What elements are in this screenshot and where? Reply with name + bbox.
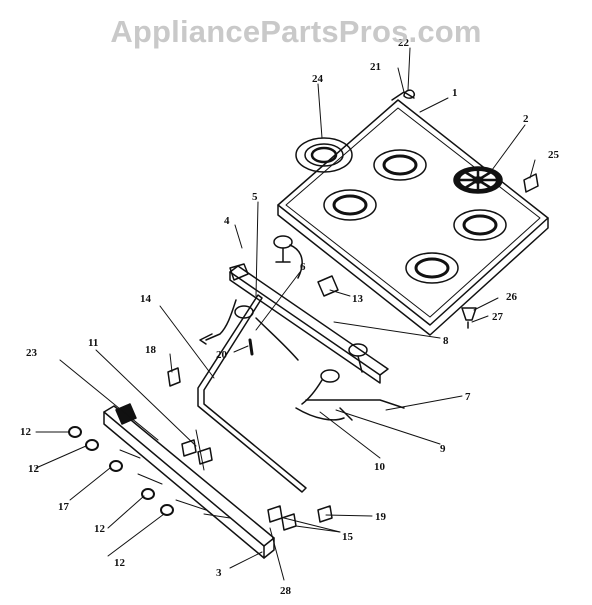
valve-hardware-11	[181, 429, 213, 471]
screw-clip-21-22	[403, 89, 416, 99]
knob-17	[109, 460, 123, 472]
bumper-26	[461, 307, 477, 321]
callout-20: 20	[216, 349, 228, 361]
cooktop-panel	[277, 91, 549, 336]
callout-1: 1	[452, 87, 458, 99]
callout-17: 17	[58, 501, 70, 513]
callout-10: 10	[374, 461, 386, 473]
callout-22: 22	[398, 37, 410, 49]
callout-12-b: 12	[28, 463, 40, 475]
callout-7: 7	[465, 391, 471, 403]
watermark: AppliancePartsPros.com	[110, 14, 482, 49]
callout-15: 15	[342, 531, 354, 543]
callout-9: 9	[440, 443, 446, 455]
gas-tube-14	[197, 294, 307, 493]
callout-5: 5	[252, 191, 258, 203]
callout-3: 3	[216, 567, 222, 579]
clip-19	[317, 505, 333, 523]
spring-20	[248, 338, 254, 356]
callout-12-d: 12	[114, 557, 126, 569]
callout-leaders	[35, 47, 536, 581]
burner-openings	[323, 149, 507, 284]
callout-8: 8	[443, 335, 449, 347]
callout-6: 6	[300, 261, 306, 273]
callout-2: 2	[523, 113, 529, 125]
callout-labels: 1 2 3 4 5 6 7 8 9 10 11 12 12 12 12 13 1…	[20, 37, 560, 597]
callout-23: 23	[26, 347, 38, 359]
callout-19: 19	[375, 511, 387, 523]
clip-18	[167, 367, 181, 387]
callout-26: 26	[506, 291, 518, 303]
callout-27: 27	[492, 311, 504, 323]
clip-25	[523, 173, 539, 193]
valve-hardware-15	[267, 505, 297, 531]
callout-28: 28	[280, 585, 292, 597]
control-panel-3	[103, 403, 275, 559]
bracket-13	[317, 275, 339, 297]
burner-grate-24	[295, 137, 353, 173]
callout-18: 18	[145, 344, 157, 356]
callout-4: 4	[224, 215, 230, 227]
callout-11: 11	[88, 337, 98, 349]
manifold-assembly	[199, 235, 405, 421]
callout-12-c: 12	[94, 523, 106, 535]
callout-14: 14	[140, 293, 152, 305]
callout-24: 24	[312, 73, 324, 85]
burner-cap-2	[453, 166, 503, 194]
control-knobs-12	[68, 426, 174, 516]
callout-13: 13	[352, 293, 364, 305]
callout-12-a: 12	[20, 426, 32, 438]
callout-21: 21	[370, 61, 381, 73]
callout-25: 25	[548, 149, 560, 161]
